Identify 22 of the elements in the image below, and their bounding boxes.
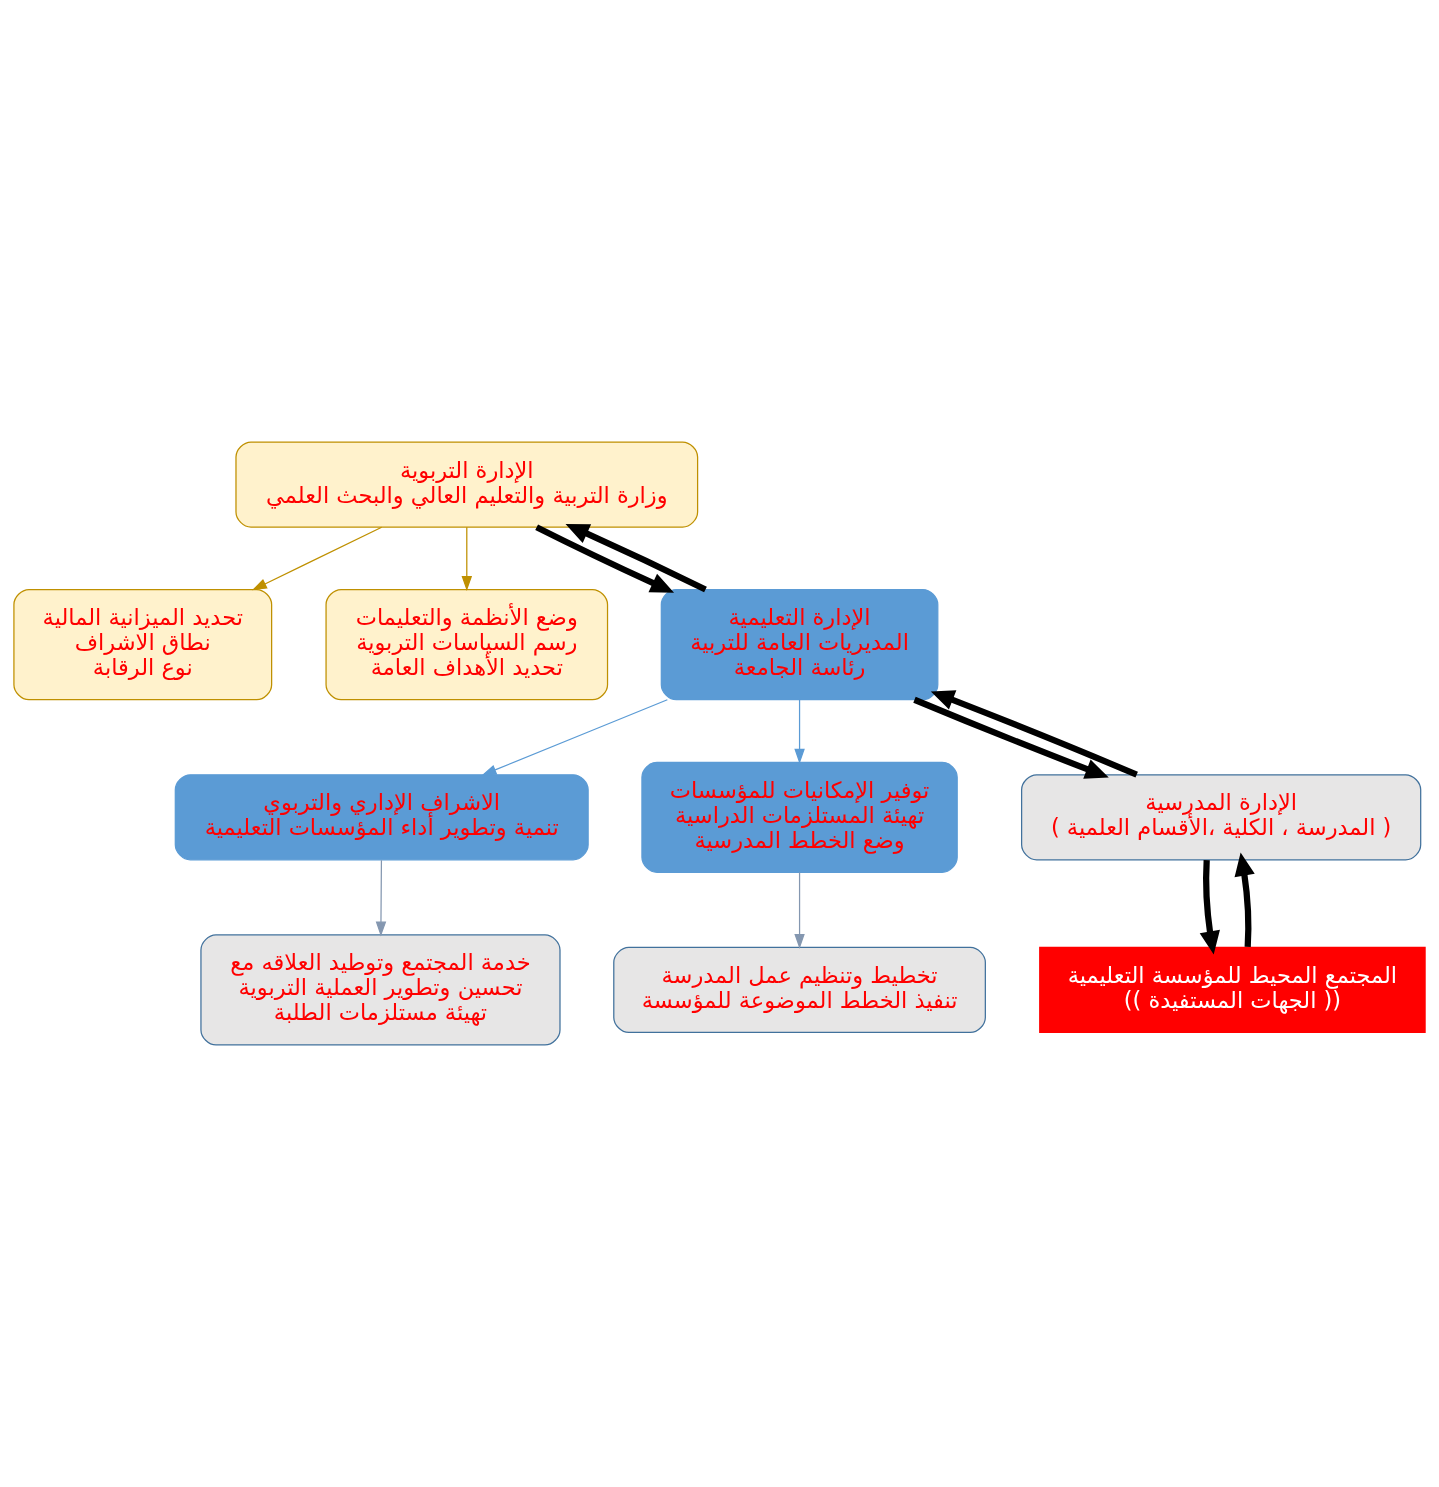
arrow bbox=[481, 699, 668, 776]
arrow bbox=[565, 524, 707, 593]
arrow bbox=[375, 859, 387, 937]
node-box: وضع الأنظمة والتعليمات رسم السياسات التربوية تحديد الأهداف العامة bbox=[325, 589, 609, 701]
arrow bbox=[461, 526, 473, 592]
arrow bbox=[913, 696, 1109, 779]
node-box: الإدارة التعليمية المديريات العامة للتربية رئاسة الجامعة bbox=[660, 589, 939, 701]
node-box: تخطيط وتنظيم عمل المدرسة تنفيذ الخطط الموضوعة للمؤسسة bbox=[613, 946, 986, 1034]
arrow bbox=[535, 524, 675, 593]
arrow bbox=[930, 690, 1138, 778]
arrow bbox=[794, 871, 805, 949]
node-box: خدمة المجتمع وتوطيد العلاقه مع تحسين وتطوير العملية التربوية تهيئة مستلزمات الطلبة bbox=[200, 934, 561, 1046]
arrow bbox=[1199, 860, 1220, 955]
arrow bbox=[1234, 852, 1255, 948]
node-box: تحديد الميزانية المالية نطاق الاشراف نوع الرقابة bbox=[13, 589, 273, 701]
node-box: الإدارة التربوية وزارة التربية والتعليم العالي والبحث العلمي bbox=[235, 441, 699, 528]
node-box: المجتمع المحيط للمؤسسة التعليمية (( الجهات المستفيدة )) bbox=[1039, 946, 1426, 1034]
node-box: الإدارة المدرسية ( المدرسة ، الكلية ،الأقسام العلمية ) bbox=[1021, 774, 1422, 861]
arrow bbox=[251, 526, 383, 591]
node-box: الاشراف الإداري والتربوي تنمية وتطوير أداء المؤسسات التعليمية bbox=[174, 774, 589, 861]
arrow bbox=[794, 699, 805, 764]
node-box: توفير الإمكانيات للمؤسسات تهيئة المستلزمات الدراسية وضع الخطط المدرسية bbox=[641, 761, 958, 873]
